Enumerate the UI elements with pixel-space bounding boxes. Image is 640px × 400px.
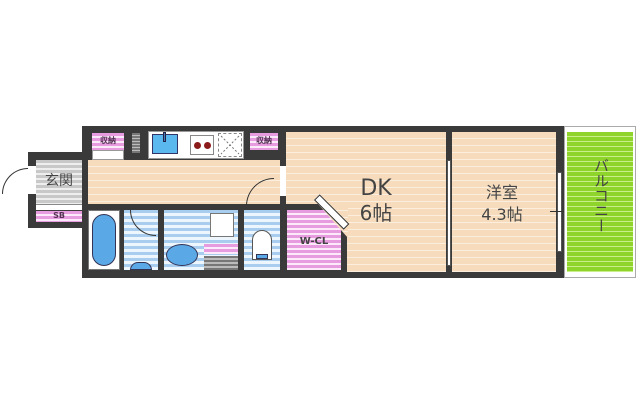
dk-name: DK: [360, 176, 392, 201]
washing-machine-space: [210, 213, 234, 237]
burner-icon: [194, 142, 201, 149]
balcony-label: バルコニー: [592, 158, 610, 233]
toilet-flush-icon: [256, 254, 268, 259]
washroom-storage: [204, 244, 238, 254]
entrance-label: 玄関: [45, 173, 73, 189]
walk-in-closet-label: W-CL: [299, 236, 329, 247]
dk-size: 6帖: [359, 201, 393, 225]
entrance-door[interactable]: [2, 168, 28, 194]
vent-grille: [132, 133, 140, 153]
stove-icon: [190, 135, 214, 155]
storage-left: 収納: [92, 133, 124, 150]
storage-left-doors[interactable]: [92, 150, 124, 160]
western-room-floor: 洋室 4.3帖: [452, 132, 556, 272]
window-crossbar: [550, 211, 572, 212]
shoe-box-label: SB: [53, 211, 65, 220]
balcony: バルコニー: [567, 132, 633, 272]
toilet-icon: [252, 230, 272, 260]
storage-right-label: 収納: [256, 136, 272, 145]
shower-drain-icon: [130, 262, 152, 270]
entrance-floor: 玄関: [36, 160, 82, 204]
walk-in-closet: W-CL: [287, 210, 341, 270]
entrance-step: [36, 204, 82, 210]
washbasin-icon: [166, 244, 198, 266]
fridge-space-icon: [218, 133, 242, 157]
washroom-shelf: [204, 256, 238, 270]
faucet-icon: [163, 132, 166, 142]
burner-icon: [204, 142, 211, 149]
dk-door-opening: [280, 166, 286, 196]
sliding-door-dk-western[interactable]: [447, 160, 451, 266]
balcony-window[interactable]: [557, 172, 562, 252]
western-room-size: 4.3帖: [481, 205, 523, 224]
shoe-box: SB: [36, 211, 82, 222]
entrance-door-opening: [28, 166, 36, 194]
western-room-name: 洋室: [485, 183, 518, 202]
bathtub-icon: [92, 214, 116, 266]
bathtub: [88, 210, 120, 270]
storage-right: 収納: [250, 133, 278, 150]
storage-left-label: 収納: [100, 136, 116, 145]
